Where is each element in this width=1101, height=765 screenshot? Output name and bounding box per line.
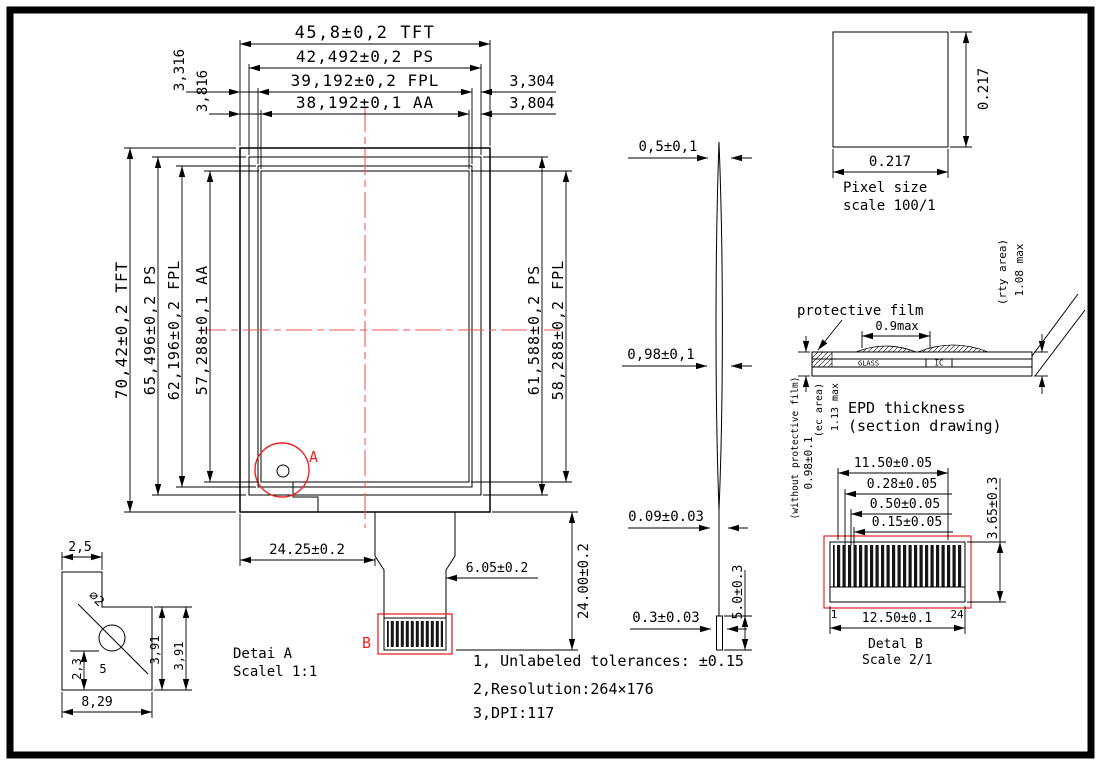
detail-a-callout-circle [254, 442, 310, 498]
pixel-view: 0.217 0.217 Pixel size scale 100/1 [832, 31, 992, 214]
dim-offset-left-fpl: 3,316 [172, 49, 188, 91]
dim-detail-a-mid: 5 [99, 662, 106, 676]
note-tolerances: 1, Unlabeled tolerances: ±0.15 [473, 652, 744, 670]
dim-fpl-height: 62,196±0,2 FPL [165, 260, 183, 400]
dim-detail-a-bottom: 8,29 [81, 695, 112, 710]
section-ic-block [925, 358, 953, 368]
section-rty-area-label: (rty area) [996, 239, 1009, 305]
main-left-dimensions: 70,42±0,2 TFT 65,496±0,2 PS 62,196±0,2 F… [112, 147, 259, 513]
corner-hole [276, 464, 290, 478]
section-ic-label: IC [934, 359, 943, 368]
fpc-connector [383, 617, 447, 651]
dim-side-film: 0.09±0.03 [628, 509, 704, 525]
dim-side-stiffener-len: 5.0±0.3 [731, 565, 746, 620]
fpc-left-edge [374, 512, 385, 618]
dim-detail-b-row1: 11.50±0.05 [854, 456, 932, 471]
section-caption-line1: EPD thickness [848, 399, 965, 417]
detail-b-pins [833, 545, 962, 587]
detail-a-hole [98, 624, 126, 652]
detail-b-caption-line1: Detal B [868, 637, 923, 652]
dim-section-dome: 0.9max [875, 319, 918, 333]
dim-fpc-edge: 6.05±0.2 [466, 561, 529, 576]
dim-section-ec: 1.13 max [830, 383, 841, 431]
dim-fpl-width: 39,192±0,2 FPL [291, 71, 440, 90]
dim-tft-width: 45,8±0,2 TFT [295, 23, 436, 43]
pixel-caption-line2: scale 100/1 [843, 198, 936, 214]
section-ec-block [811, 351, 833, 368]
section-without-film-label: (without protective film) [790, 377, 801, 520]
main-view: A B [200, 106, 560, 655]
dim-detail-b-row2: 0.28±0.05 [867, 477, 937, 492]
dim-pixel-width: 0.217 [869, 154, 911, 170]
main-top-dimensions: 45,8±0,2 TFT 42,492±0,2 PS 39,192±0,2 FP… [172, 23, 556, 169]
dim-offset-right-aa: 3,804 [509, 94, 554, 112]
detail-b-pin-first: 1 [831, 608, 838, 621]
detail-b-highlight-rect [823, 535, 972, 609]
dim-side-stiffener-thk: 0.3±0.03 [632, 610, 699, 626]
corner-notch [292, 482, 319, 512]
note-dpi: 3,DPI:117 [473, 704, 554, 722]
pixel-square [832, 31, 949, 148]
dim-detail-b-height: 3.65±0.3 [986, 477, 1001, 540]
main-bottom-dimensions: 24.25±0.2 6.05±0.2 24.00±0.2 [239, 511, 592, 651]
dim-side-mid: 0,98±0,1 [627, 347, 694, 363]
dim-aa-width: 38,192±0,1 AA [296, 93, 434, 112]
dim-detail-a-top: 2,5 [68, 540, 91, 555]
note-resolution: 2,Resolution:264×176 [473, 680, 654, 698]
detail-b-callout-rect [377, 613, 453, 655]
fpc-connector-pins [387, 621, 443, 647]
detail-b-caption-line2: Scale 2/1 [862, 653, 932, 668]
dim-pixel-height: 0.217 [976, 68, 992, 110]
dim-fpc-length: 24.00±0.2 [576, 543, 592, 619]
dim-offset-left-aa: 3,816 [195, 70, 211, 112]
side-profile [715, 141, 723, 511]
section-ec-area-label: (ec area) [814, 383, 825, 437]
dim-offset-right-fpl: 3,304 [509, 72, 554, 90]
section-fpc-bend-1 [1031, 293, 1079, 357]
detail-a-callout-label: A [309, 448, 318, 466]
section-view: GLASS IC protective film 0.9max (rty are… [790, 239, 1086, 520]
dim-section-without-film: 0.98±0.1 [802, 437, 815, 490]
sheet-frame [6, 6, 1095, 759]
dim-detail-a-right-inner: 3,91 [148, 636, 162, 665]
section-caption-line2: (section drawing) [848, 417, 1002, 435]
detail-a-outline [61, 571, 153, 691]
detail-b-pin-last: 24 [950, 608, 964, 621]
dim-detail-b-width: 12.50±0.1 [862, 611, 932, 626]
dim-detail-a-right-outer: 3,91 [172, 642, 186, 671]
dim-ps-height-right: 61,588±0,2 PS [525, 265, 543, 395]
dim-aa-height: 57,288±0,1 AA [193, 265, 211, 395]
pixel-caption-line1: Pixel size [843, 180, 927, 196]
section-film-dome [855, 345, 917, 353]
fpc-right-edge [445, 512, 456, 618]
dim-detail-b-row4: 0.15±0.05 [872, 515, 942, 530]
dim-detail-b-row3: 0.50±0.05 [870, 497, 940, 512]
dim-tft-height: 70,42±0,2 TFT [112, 261, 131, 399]
dim-ps-height: 65,496±0,2 PS [141, 265, 159, 395]
detail-a-caption-line2: Scalel 1:1 [233, 664, 317, 680]
dim-ps-width: 42,492±0,2 PS [296, 47, 434, 66]
dim-detail-a-left: 2,3 [70, 658, 84, 680]
dim-fpl-height-right: 58,288±0,2 FPL [549, 260, 567, 400]
detail-a-view: ∅2 2,5 2,3 5 3,91 3,91 8,29 Detai A Scal… [61, 540, 317, 718]
detail-b-connector [829, 541, 966, 603]
section-ic-dome [917, 344, 989, 353]
section-fpc-bend-2 [1034, 309, 1086, 377]
side-view: 0,5±0,1 0,98±0,1 0.09±0.03 0.3±0.03 5.0±… [622, 139, 752, 651]
dim-side-top: 0,5±0,1 [638, 139, 697, 155]
main-right-dimensions: 61,588±0,2 PS 58,288±0,2 FPL [471, 156, 572, 496]
detail-b-callout-label: B [362, 634, 371, 652]
side-stiffener [716, 615, 723, 651]
section-protective-film-label: protective film [797, 303, 923, 319]
section-strip [811, 351, 1033, 377]
detail-b-view: 11.50±0.05 0.28±0.05 0.50±0.05 0.15±0.05… [823, 456, 1006, 668]
detail-a-caption-line1: Detai A [233, 646, 293, 662]
section-glass-label: GLASS [858, 360, 879, 368]
dim-section-rty: 1.08 max [1013, 243, 1026, 296]
notes-block: 1, Unlabeled tolerances: ±0.15 2,Resolut… [473, 652, 744, 722]
dim-fpc-offset: 24.25±0.2 [269, 542, 345, 558]
detail-a-hole-leader [77, 603, 149, 675]
